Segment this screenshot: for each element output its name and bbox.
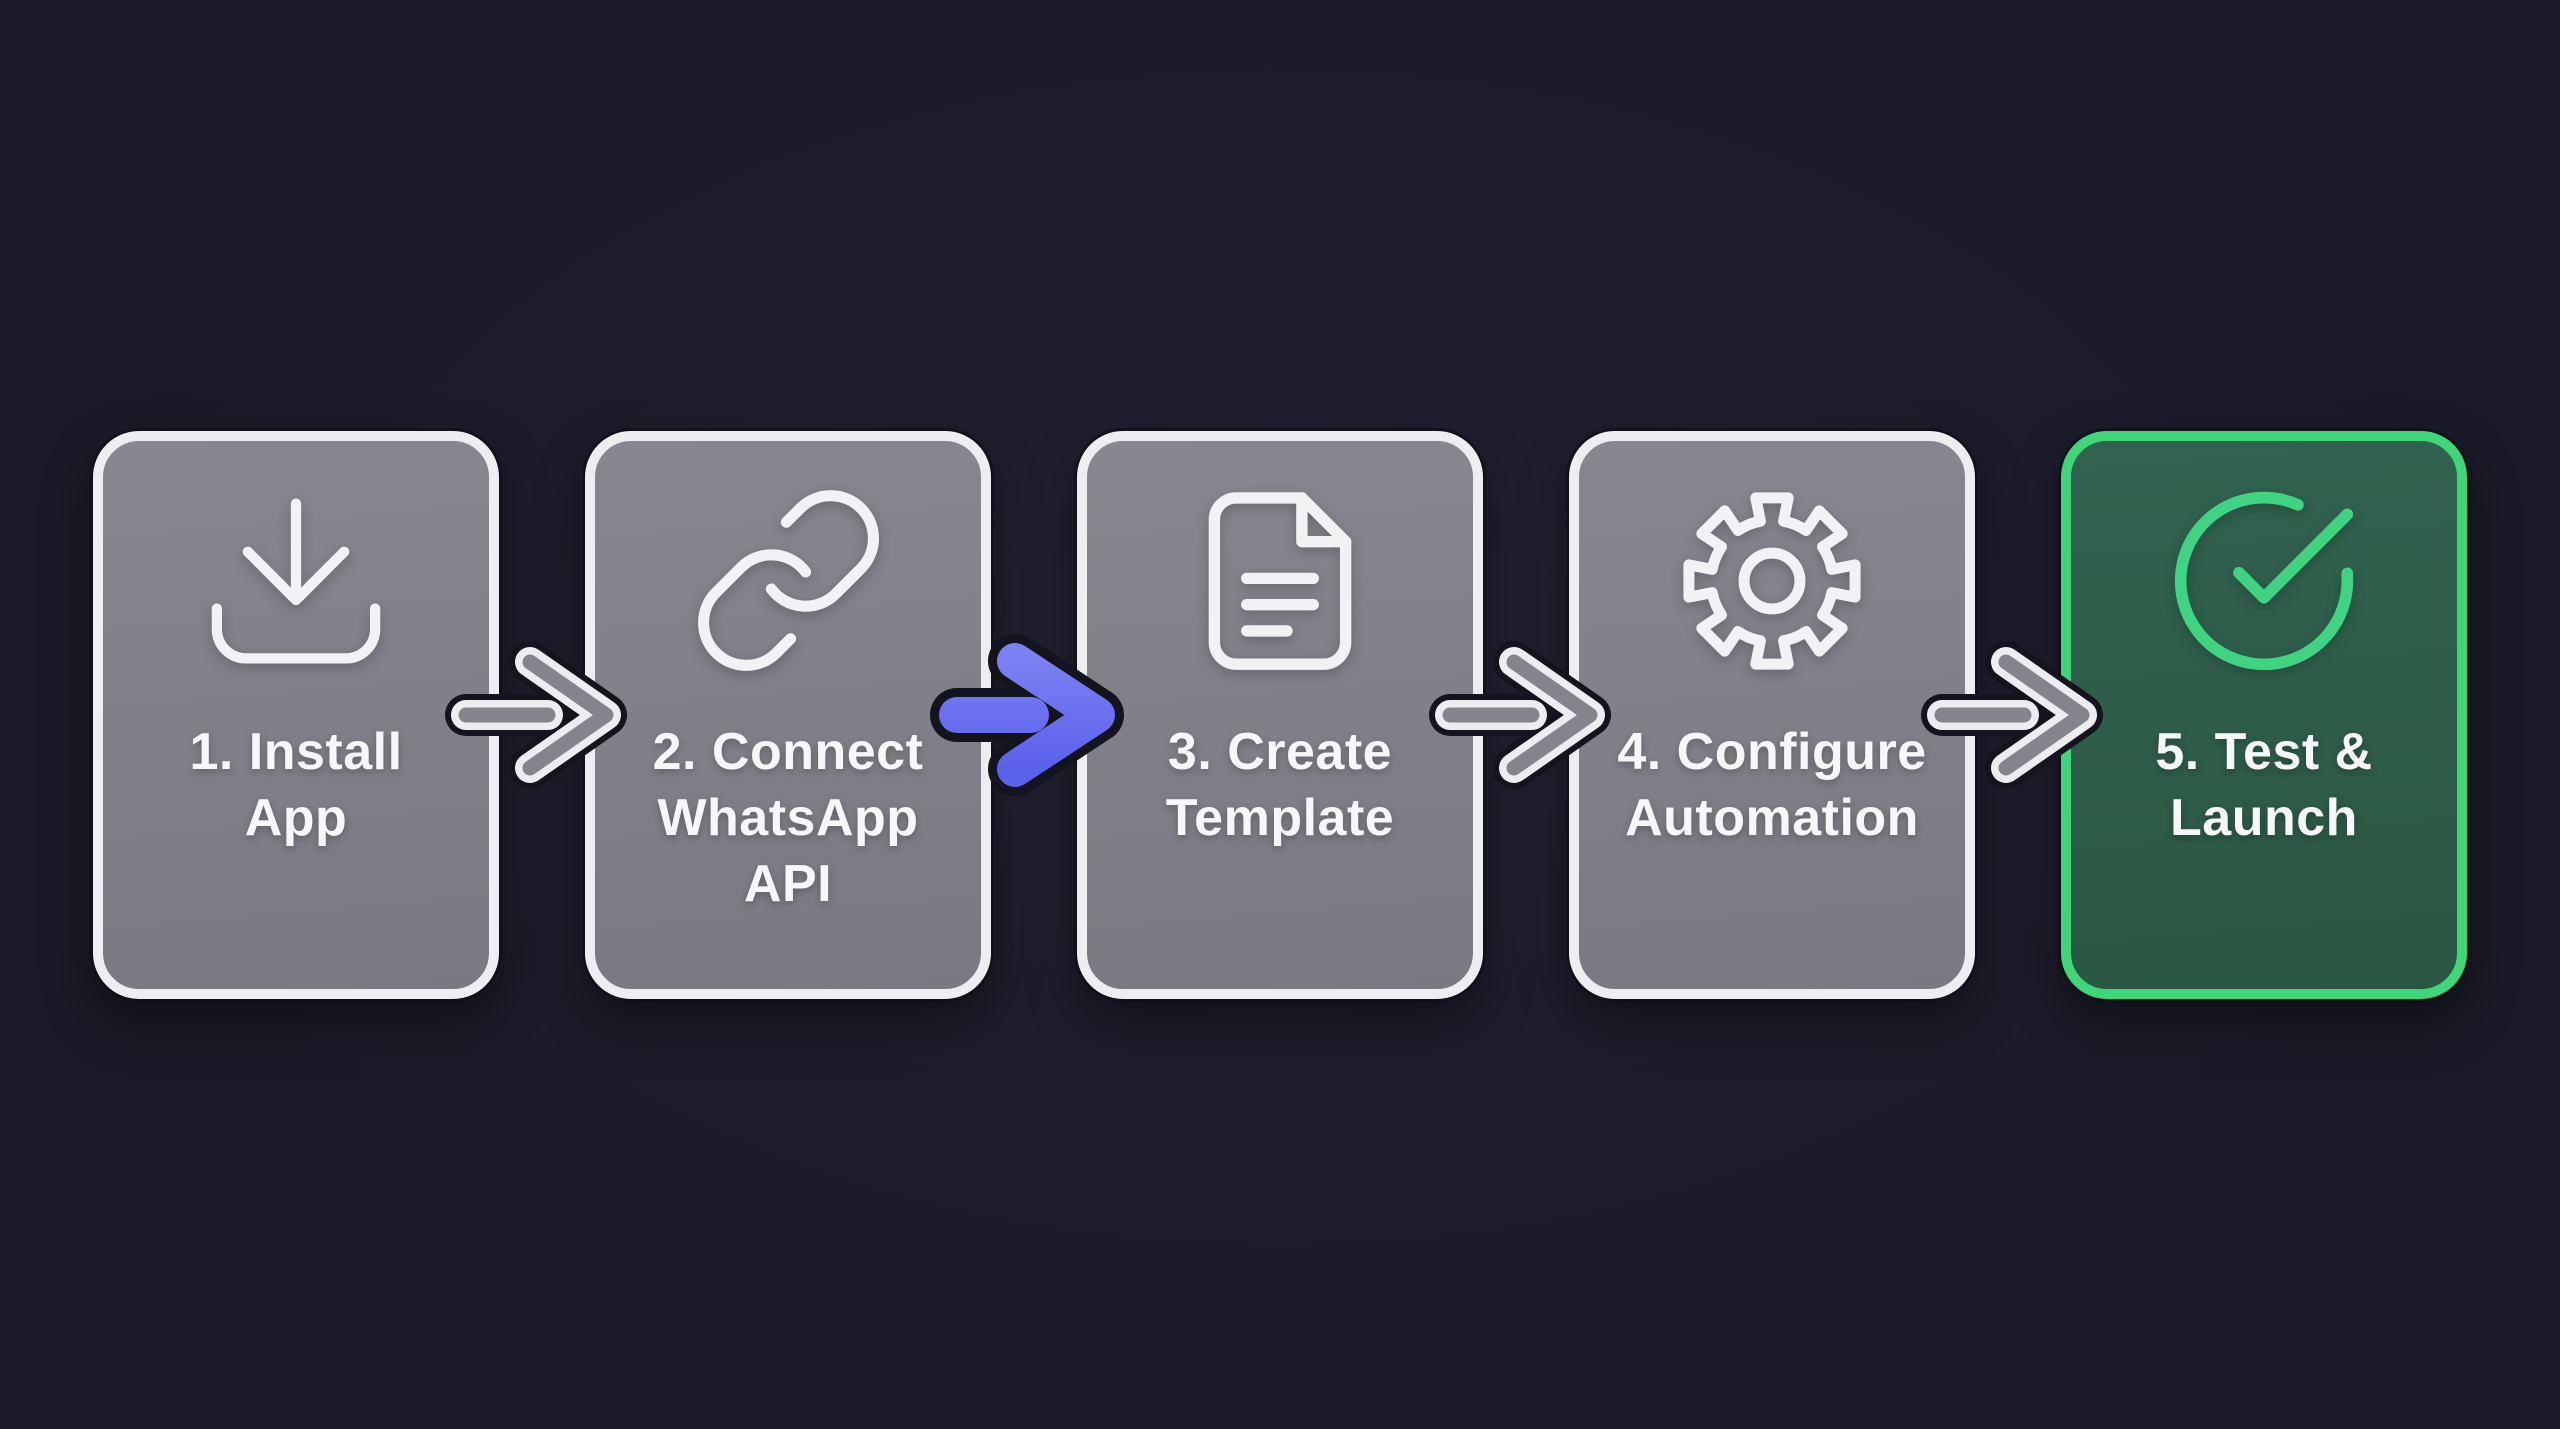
gear-icon: [1662, 491, 1882, 671]
arrow-right-icon: [1429, 640, 1611, 789]
step-card-install-app: 1. Install App: [93, 430, 499, 999]
step-label: 5. Test & Launch: [2155, 722, 2373, 847]
step-label: 1. Install App: [189, 722, 403, 847]
step-card-create-template: 3. Create Template: [1077, 430, 1483, 999]
arrow-right-icon: [930, 633, 1124, 796]
download-icon: [210, 491, 382, 671]
steps-row: 1. Install App 2. Connect WhatsApp API: [93, 430, 2467, 999]
arrow-right-icon: [1921, 640, 2103, 789]
step-label: 4. Configure Automation: [1617, 722, 1927, 847]
step-label: 2. Connect WhatsApp API: [652, 722, 924, 913]
file-text-icon: [1175, 491, 1385, 671]
link-icon: [686, 490, 891, 671]
connector-arrow-4: [1921, 431, 2103, 999]
check-circle-icon: [2164, 491, 2364, 671]
step-card-connect-whatsapp-api: 2. Connect WhatsApp API: [585, 430, 991, 999]
arrow-right-icon: [445, 640, 627, 789]
connector-arrow-3: [1429, 431, 1611, 999]
connector-arrow-2: [930, 431, 1124, 999]
step-card-test-launch: 5. Test & Launch: [2061, 430, 2467, 999]
step-label: 3. Create Template: [1165, 722, 1395, 847]
step-card-configure-automation: 4. Configure Automation: [1569, 430, 1975, 999]
connector-arrow-1: [445, 431, 627, 999]
